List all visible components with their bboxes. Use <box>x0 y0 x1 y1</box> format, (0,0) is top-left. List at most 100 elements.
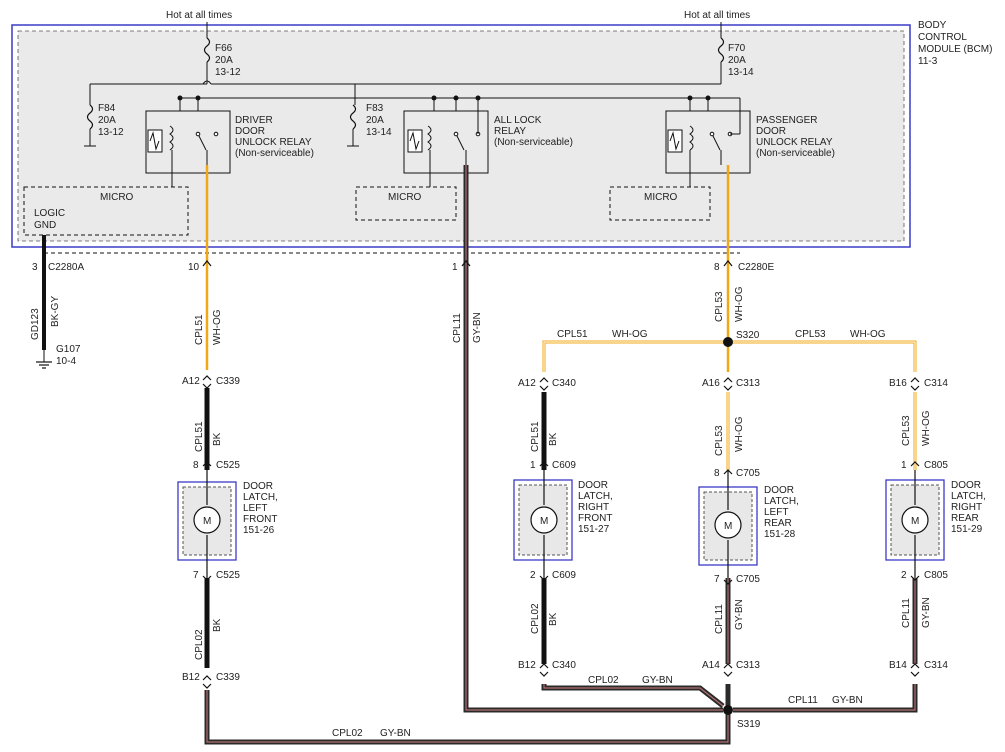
svg-text:GD123: GD123 <box>30 308 41 340</box>
svg-text:C313: C313 <box>736 660 760 671</box>
svg-text:BK: BK <box>212 432 223 446</box>
svg-text:GY-BN: GY-BN <box>734 599 745 630</box>
svg-text:M: M <box>911 516 919 527</box>
svg-text:C339: C339 <box>216 376 240 387</box>
fuse-f83: F83 20A 13-14 <box>347 103 392 147</box>
svg-text:C705: C705 <box>736 468 760 479</box>
svg-text:CPL53: CPL53 <box>714 291 725 322</box>
svg-text:LOGIC: LOGIC <box>34 208 65 219</box>
door-latch-right-rear: M DOOR LATCH, RIGHT REAR 151-29 <box>885 470 986 578</box>
hot-label-right: Hot at all times <box>684 10 750 21</box>
micro-block-left: MICRO LOGIC GND <box>23 150 189 236</box>
svg-text:(Non-serviceable): (Non-serviceable) <box>756 148 835 159</box>
svg-text:B16: B16 <box>889 378 907 389</box>
pin-c525-7: 7 C525 <box>193 570 240 581</box>
svg-text:WH-OG: WH-OG <box>734 416 745 452</box>
svg-text:WH-OG: WH-OG <box>850 329 886 340</box>
door-latch-right-front: M DOOR LATCH, RIGHT FRONT 151-27 <box>513 470 613 578</box>
svg-text:C609: C609 <box>552 570 576 581</box>
svg-text:WH-OG: WH-OG <box>921 410 932 446</box>
wire-labels-horizontal: CPL51 WH-OG CPL53 WH-OG CPL02 GY-BN CPL1… <box>332 329 886 739</box>
svg-text:C705: C705 <box>736 574 760 585</box>
svg-text:C340: C340 <box>552 660 576 671</box>
svg-text:CPL53: CPL53 <box>795 329 826 340</box>
svg-text:10-4: 10-4 <box>56 356 76 367</box>
splice-s320: S320 <box>723 330 760 347</box>
svg-text:CPL11: CPL11 <box>452 313 463 343</box>
wire-right-front <box>541 392 725 708</box>
svg-text:PASSENGER: PASSENGER <box>756 115 818 126</box>
svg-text:DOOR: DOOR <box>578 480 608 491</box>
wire-left-front <box>204 165 731 745</box>
micro-block-right: MICRO <box>609 150 711 221</box>
svg-text:CPL51: CPL51 <box>194 314 205 345</box>
svg-text:WH-OG: WH-OG <box>734 286 745 322</box>
svg-text:RELAY: RELAY <box>494 126 526 137</box>
svg-text:F70: F70 <box>728 43 746 54</box>
fuse-f84: F84 20A 13-12 <box>84 103 124 147</box>
svg-text:C525: C525 <box>216 570 240 581</box>
svg-text:WH-OG: WH-OG <box>212 309 223 345</box>
svg-text:BK: BK <box>548 432 559 446</box>
door-latch-left-rear: M DOOR LATCH, LEFT REAR 151-28 <box>698 470 799 578</box>
svg-text:7: 7 <box>193 570 199 581</box>
svg-text:C525: C525 <box>216 460 240 471</box>
wire-labels-vertical: CPL51 WH-OG CPL11 GY-BN CPL53 WH-OG CPL5… <box>194 286 932 660</box>
svg-text:CPL02: CPL02 <box>588 675 619 686</box>
svg-text:13-14: 13-14 <box>728 67 754 78</box>
splice-s319: S319 <box>723 705 761 730</box>
svg-text:MICRO: MICRO <box>644 192 678 203</box>
door-latch-left-front: M DOOR LATCH, LEFT FRONT 151-26 <box>177 470 278 578</box>
svg-text:C609: C609 <box>552 460 576 471</box>
svg-text:RIGHT: RIGHT <box>951 502 982 513</box>
svg-text:C314: C314 <box>924 378 948 389</box>
svg-text:GY-BN: GY-BN <box>380 728 411 739</box>
svg-text:(Non-serviceable): (Non-serviceable) <box>494 137 573 148</box>
hot-label-left: Hot at all times <box>166 10 232 21</box>
svg-text:1: 1 <box>901 460 907 471</box>
svg-text:CONTROL: CONTROL <box>918 32 967 43</box>
svg-text:20A: 20A <box>366 115 384 126</box>
svg-text:8: 8 <box>714 468 720 479</box>
svg-text:C339: C339 <box>216 672 240 683</box>
pin-c314-b16: B16 C314 <box>889 378 948 389</box>
svg-text:2: 2 <box>901 570 907 581</box>
svg-text:CPL53: CPL53 <box>901 415 912 446</box>
svg-text:A12: A12 <box>518 378 536 389</box>
svg-text:13-12: 13-12 <box>215 67 241 78</box>
svg-text:LATCH,: LATCH, <box>764 496 799 507</box>
svg-text:DOOR: DOOR <box>235 126 265 137</box>
svg-text:S320: S320 <box>736 330 760 341</box>
svg-text:GY-BN: GY-BN <box>832 695 863 706</box>
svg-text:F83: F83 <box>366 103 384 114</box>
svg-text:C2280E: C2280E <box>738 262 774 273</box>
svg-text:B12: B12 <box>518 660 536 671</box>
svg-text:CPL02: CPL02 <box>530 603 541 634</box>
passenger-door-unlock-relay: PASSENGER DOOR UNLOCK RELAY (Non-service… <box>665 98 835 174</box>
svg-text:CPL51: CPL51 <box>557 329 588 340</box>
svg-text:C2280A: C2280A <box>48 262 84 273</box>
svg-text:GY-BN: GY-BN <box>472 312 483 343</box>
all-lock-relay: ALL LOCK RELAY (Non-serviceable) <box>403 98 573 174</box>
svg-text:B14: B14 <box>889 660 907 671</box>
svg-text:2: 2 <box>530 570 536 581</box>
svg-text:F66: F66 <box>215 43 233 54</box>
body-control-module <box>11 24 911 248</box>
pin-c705-8: 8 C705 <box>714 468 760 479</box>
svg-text:1: 1 <box>530 460 536 471</box>
svg-text:F84: F84 <box>98 103 116 114</box>
svg-text:ALL LOCK: ALL LOCK <box>494 115 542 126</box>
svg-text:G107: G107 <box>56 344 81 355</box>
micro-block-center: MICRO <box>355 150 457 221</box>
driver-door-unlock-relay: DRIVER DOOR UNLOCK RELAY (Non-serviceabl… <box>145 110 314 174</box>
svg-text:REAR: REAR <box>764 518 792 529</box>
bcm-internal-wiring <box>89 62 740 134</box>
svg-text:LATCH,: LATCH, <box>951 491 986 502</box>
svg-text:C805: C805 <box>924 570 948 581</box>
